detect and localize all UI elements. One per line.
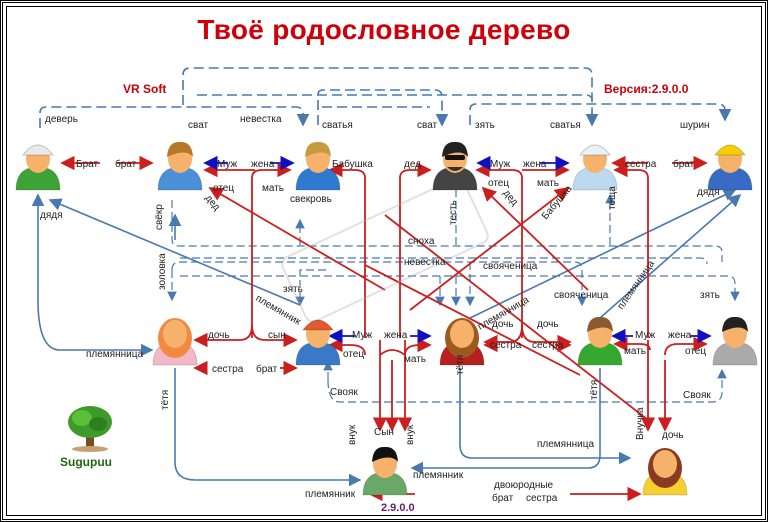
relation-label-otets3: отец [343, 349, 364, 360]
relation-label-doch1: дочь [208, 330, 230, 341]
nurse-icon[interactable] [572, 144, 618, 191]
relation-label-svekr: свёкр [154, 204, 165, 230]
relation-label-ded3: дед [501, 188, 520, 208]
relation-label-brat5: брат [492, 492, 514, 504]
relation-label-doch3: дочь [537, 319, 559, 330]
relation-label-plemyannik2: племянник [305, 489, 356, 500]
relation-label-svatya1: сватья [322, 120, 353, 131]
watermark [281, 177, 489, 323]
relation-label-tetya2: тётя [455, 355, 466, 375]
relation-label-tetya3: тётя [589, 380, 600, 400]
builder-icon[interactable] [707, 144, 753, 191]
tree-label: Sugupuu [60, 455, 112, 469]
spouse-arrows [203, 155, 712, 344]
woman-red-icon[interactable] [439, 318, 485, 366]
relation-labels: деверь сват невестка сватья сват зять сватья шу… [40, 114, 720, 504]
inlaw-solid-lines [31, 189, 742, 487]
relation-label-sestra3: сестра [490, 340, 522, 351]
relation-label-muzh2: Муж [490, 159, 511, 170]
relation-label-vnuk1: внук [347, 424, 358, 445]
relation-label-ded1: дед [404, 159, 421, 170]
version-label: Версия:2.9.0.0 [604, 82, 689, 96]
brand-label: VR Soft [123, 82, 167, 96]
inlaw-dashed-lines [39, 67, 732, 128]
operator-icon[interactable] [577, 316, 623, 366]
relation-label-babushka1: Бабушка [332, 158, 373, 170]
relation-label-vnuchka: Внучка [635, 407, 646, 440]
boy-icon[interactable] [362, 446, 408, 496]
relation-label-mat1: мать [262, 183, 284, 194]
relation-label-zyat2: зять [283, 284, 303, 295]
businessman-icon[interactable] [712, 316, 758, 366]
relation-label-zyat1: зять [475, 120, 495, 131]
relation-label-brat3: брат [673, 158, 695, 170]
woman-blue-icon[interactable] [295, 141, 341, 191]
relation-label-sestra5: сестра [526, 493, 558, 504]
man-sunglasses-icon[interactable] [432, 141, 478, 191]
relation-label-plemyannitsa2: племянница [615, 258, 657, 311]
relation-label-svoyachenitsa2: свояченица [554, 290, 609, 301]
relation-label-plemyannitsa4: племянница [537, 439, 594, 450]
relation-label-snokha: сноха [408, 236, 435, 247]
relation-label-nevestka2: невестка [404, 257, 446, 268]
relation-label-dever: деверь [45, 114, 78, 125]
relation-label-dvoyurodnye: двоюродные [494, 480, 554, 491]
relation-label-svatya2: сватья [550, 120, 581, 131]
page-title: Твоё родословное дерево [197, 14, 571, 45]
relation-label-otets4: отец [685, 346, 706, 357]
man-blue-icon[interactable] [157, 141, 203, 191]
bottom-version: 2.9.0.0 [381, 502, 415, 514]
relation-label-svoyachenitsa1: свояченица [483, 261, 538, 272]
relation-label-tetya1: тётя [160, 390, 171, 410]
relation-label-vnuk2: внук [405, 424, 416, 445]
relation-label-test: тесть [448, 200, 459, 225]
relation-label-zhena2: жена [523, 159, 547, 170]
relation-label-doch4: дочь [662, 430, 684, 441]
relation-label-muzh1: Муж [217, 159, 238, 170]
relation-label-shurin: шурин [680, 120, 710, 131]
relation-label-nevestka1: невестка [240, 114, 282, 125]
relation-label-zhena1: жена [251, 159, 275, 170]
relation-label-syn2: Сын [374, 427, 394, 438]
woman-orange-icon[interactable] [152, 318, 198, 366]
relation-label-tescha: теща [607, 186, 618, 210]
relation-label-sestra2: сестра [212, 364, 244, 375]
relation-label-otets1: отец [213, 183, 234, 194]
relation-label-zyat3: зять [700, 290, 720, 301]
mid-dashed-lines [167, 178, 740, 403]
relation-label-mat4: мать [624, 346, 646, 357]
relation-label-ded2: дед [203, 193, 222, 213]
relation-label-zhena3: жена [384, 330, 408, 341]
relation-label-sestra4: сестра [532, 340, 564, 351]
tree-icon [68, 406, 112, 452]
relation-label-otets2: отец [488, 178, 509, 189]
relation-label-brat2: брат [115, 158, 137, 170]
man-cap-icon[interactable] [295, 319, 341, 366]
soldier-icon[interactable] [15, 144, 61, 191]
relation-label-syn1: сын [268, 330, 286, 341]
relation-label-sestra1: сестра [625, 159, 657, 170]
relation-label-plemyannitsa3: племянница [86, 349, 143, 360]
relation-label-doch2: дочь [492, 319, 514, 330]
relation-label-plemyannik1: племянник [254, 293, 303, 328]
relation-label-brat4: брат [256, 363, 278, 375]
relation-label-brat1: Брат [76, 159, 98, 170]
relation-label-mat2: мать [537, 178, 559, 189]
relation-label-dyadya1: дядя [40, 210, 63, 221]
relation-label-svat2: сват [417, 120, 438, 131]
relation-label-muzh4: Муж [635, 330, 656, 341]
relation-label-muzh3: Муж [352, 330, 373, 341]
relation-label-dyadya2: дядя [697, 187, 720, 198]
relation-label-svoyak1: Свояк [330, 387, 358, 398]
blood-lines [60, 155, 708, 502]
relation-label-svoyak2: Свояк [683, 390, 711, 401]
relation-label-zolovka: золовка [157, 253, 168, 290]
relation-label-svekrov: свекровь [290, 194, 332, 205]
relation-label-zhena4: жена [668, 330, 692, 341]
relation-label-svat1: сват [188, 120, 209, 131]
girl-icon[interactable] [642, 448, 688, 496]
relation-label-mat3: мать [404, 354, 426, 365]
relation-label-plemyannik3: племянник [413, 470, 464, 481]
